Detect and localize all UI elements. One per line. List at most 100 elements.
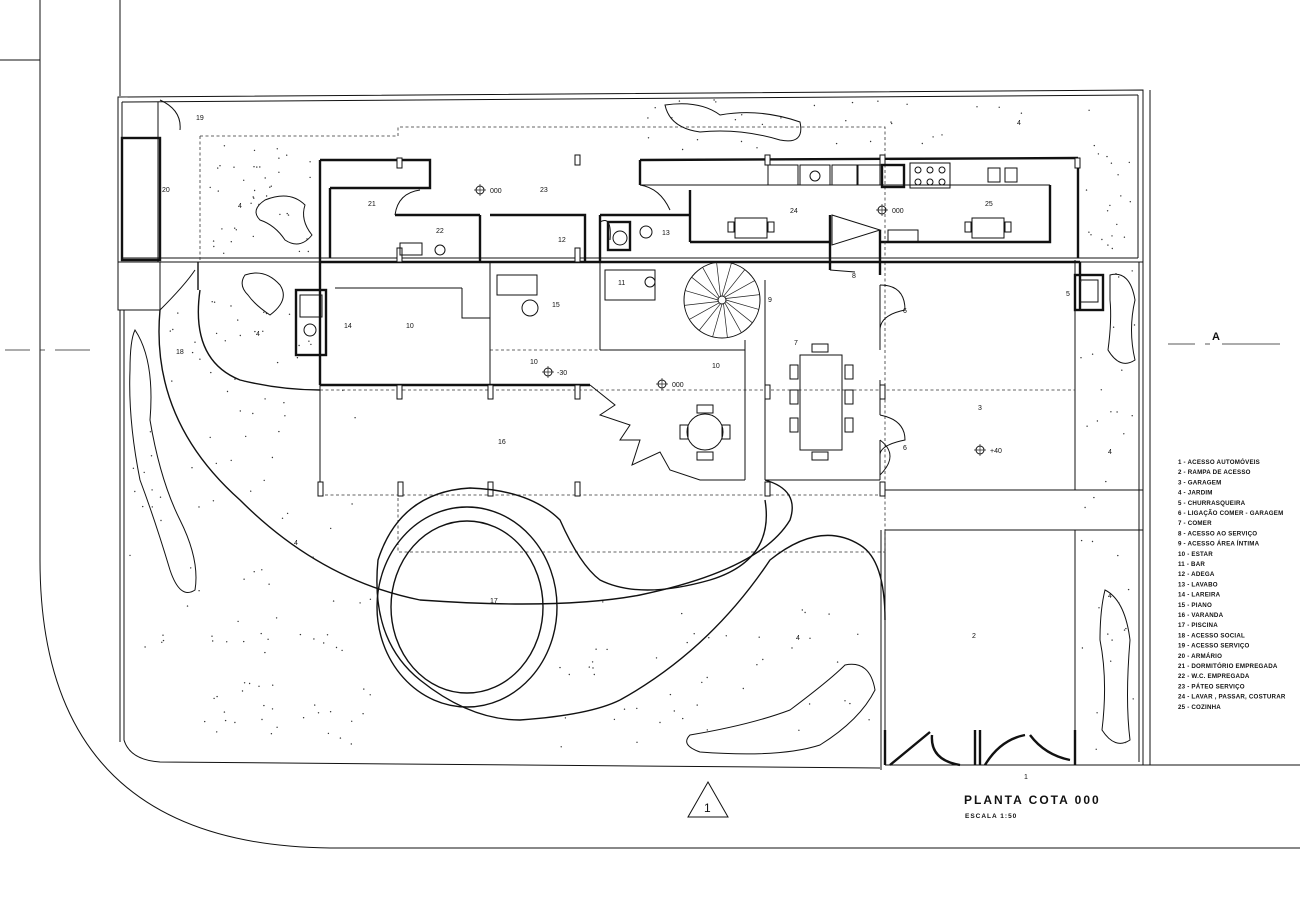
speckle-dot bbox=[669, 693, 672, 696]
speckle-dot bbox=[647, 137, 650, 139]
speckle-dot bbox=[212, 240, 215, 242]
legend-item: 9 - ACESSO ÁREA ÍNTIMA bbox=[1178, 540, 1260, 548]
speckle-dot bbox=[204, 720, 206, 723]
speckle-dot bbox=[636, 741, 638, 743]
speckle-dot bbox=[1107, 244, 1109, 246]
speckle-dot bbox=[1131, 270, 1133, 272]
speckle-dot bbox=[1129, 201, 1132, 203]
speckle-dot bbox=[1133, 324, 1136, 326]
speckle-dot bbox=[742, 687, 744, 690]
speckle-dot bbox=[276, 726, 278, 728]
speckle-dot bbox=[1095, 748, 1097, 750]
room-label-5: 5 bbox=[1066, 291, 1070, 298]
legend-item: 18 - ACESSO SOCIAL bbox=[1178, 632, 1245, 639]
speckle-dot bbox=[309, 161, 311, 163]
room-label-13: 13 bbox=[662, 230, 670, 237]
speckle-dot bbox=[243, 380, 246, 382]
room-label-8: 8 bbox=[852, 273, 856, 280]
speckle-dot bbox=[252, 235, 254, 238]
speckle-dot bbox=[194, 341, 196, 343]
speckle-dot bbox=[636, 707, 638, 710]
speckle-dot bbox=[1111, 639, 1113, 641]
speckle-dot bbox=[271, 456, 274, 459]
speckle-dot bbox=[734, 119, 737, 121]
speckle-dot bbox=[271, 708, 274, 710]
legend-item: 25 - COZINHA bbox=[1178, 704, 1221, 711]
speckle-dot bbox=[198, 590, 200, 592]
speckle-dot bbox=[1101, 238, 1103, 241]
level-marker-living: 000 bbox=[656, 378, 684, 390]
room-label-1: 1 bbox=[1024, 774, 1028, 781]
room-label-9: 9 bbox=[768, 297, 772, 304]
speckle-dot bbox=[248, 682, 251, 685]
speckle-dot bbox=[1096, 420, 1099, 422]
legend-item: 21 - DORMITÓRIO EMPREGADA bbox=[1178, 662, 1278, 670]
room-label-4: 4 bbox=[238, 203, 242, 210]
speckle-dot bbox=[243, 179, 245, 181]
svg-text:+40: +40 bbox=[990, 448, 1002, 455]
speckle-dot bbox=[239, 334, 241, 337]
roof-eave-lines bbox=[199, 126, 1075, 553]
speckle-dot bbox=[191, 467, 193, 469]
speckle-dot bbox=[678, 100, 681, 102]
speckle-dot bbox=[332, 600, 335, 602]
speckle-dot bbox=[250, 490, 252, 492]
speckle-dot bbox=[671, 117, 673, 119]
room-label-21: 21 bbox=[368, 201, 376, 208]
speckle-dot bbox=[275, 617, 278, 619]
speckle-dot bbox=[804, 611, 806, 614]
speckle-dot bbox=[243, 640, 245, 643]
speckle-dot bbox=[186, 605, 189, 607]
svg-text:1: 1 bbox=[704, 801, 711, 815]
speckle-dot bbox=[976, 106, 978, 108]
speckle-dot bbox=[758, 636, 760, 638]
speckle-dot bbox=[284, 415, 286, 417]
speckle-dot bbox=[1117, 174, 1119, 176]
room-label-25: 25 bbox=[985, 201, 993, 208]
speckle-dot bbox=[588, 666, 590, 668]
speckle-dot bbox=[1112, 326, 1115, 328]
speckle-dot bbox=[1080, 357, 1082, 359]
speckle-dot bbox=[258, 685, 260, 687]
speckle-dot bbox=[134, 490, 136, 493]
speckle-dot bbox=[239, 410, 241, 412]
speckle-dot bbox=[213, 245, 215, 248]
speckle-dot bbox=[323, 642, 325, 644]
building-outline bbox=[117, 89, 1144, 770]
speckle-dot bbox=[701, 681, 703, 684]
legend-item: 3 - GARAGEM bbox=[1178, 479, 1221, 486]
speckle-dot bbox=[252, 412, 254, 415]
speckle-dot bbox=[132, 467, 135, 469]
speckle-dot bbox=[272, 684, 274, 686]
speckle-dot bbox=[906, 103, 908, 106]
room-label-4: 4 bbox=[1017, 120, 1021, 127]
speckle-dot bbox=[1123, 433, 1125, 435]
round-table bbox=[679, 404, 731, 461]
speckle-dot bbox=[1109, 204, 1111, 207]
speckle-dot bbox=[1098, 607, 1100, 609]
legend-item: 24 - LAVAR , PASSAR, COSTURAR bbox=[1178, 694, 1286, 701]
speckle-dot bbox=[1128, 161, 1131, 164]
speckle-dot bbox=[1125, 627, 1127, 630]
speckle-dot bbox=[230, 459, 232, 462]
speckle-dot bbox=[278, 157, 280, 159]
legend-item: 13 - LAVABO bbox=[1178, 581, 1218, 588]
room-label-3: 3 bbox=[978, 405, 982, 412]
speckle-dot bbox=[693, 633, 695, 635]
speckle-dot bbox=[171, 380, 173, 382]
legend-item: 16 - VARANDA bbox=[1178, 612, 1224, 619]
speckle-dot bbox=[696, 704, 698, 706]
speckle-dot bbox=[169, 330, 171, 332]
speckle-dot bbox=[1116, 223, 1118, 226]
speckle-dot bbox=[298, 344, 300, 347]
legend-item: 20 - ARMÁRIO bbox=[1178, 653, 1222, 660]
speckle-dot bbox=[593, 673, 595, 676]
speckle-dot bbox=[298, 250, 301, 253]
speckle-dot bbox=[276, 148, 278, 150]
room-label-7: 7 bbox=[794, 340, 798, 347]
speckle-dot bbox=[150, 455, 153, 457]
speckle-dot bbox=[1086, 425, 1088, 427]
speckle-dot bbox=[351, 720, 353, 722]
speckle-dot bbox=[891, 122, 893, 125]
speckle-dot bbox=[159, 496, 162, 498]
